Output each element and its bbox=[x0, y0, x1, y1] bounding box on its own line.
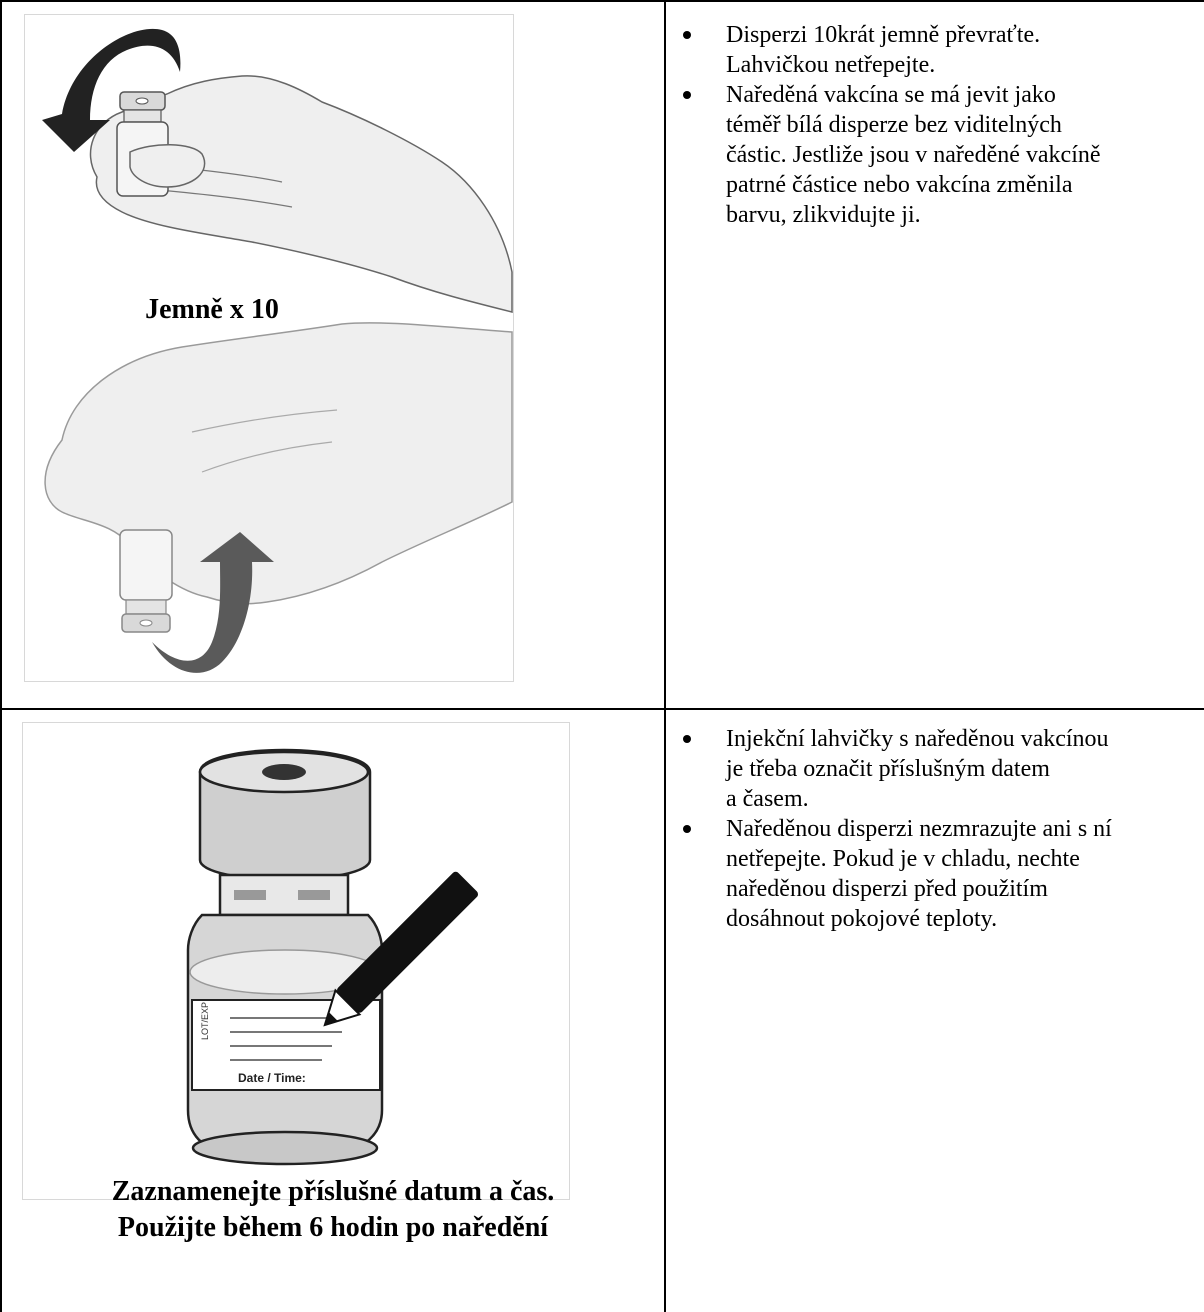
bullet-text-line: Naředěnou disperzi nezmrazujte ani s ní bbox=[726, 814, 1204, 844]
row2-bullet-list: Injekční lahvičky s naředěnou vakcínou j… bbox=[666, 724, 1204, 934]
bullet-text-line: naředěnou disperzi před použitím bbox=[726, 874, 1204, 904]
bullet-text-line: je třeba označit příslušným datem bbox=[726, 754, 1204, 784]
label-side-text: LOT/EXP bbox=[200, 1002, 210, 1040]
row1-illustration-cell: Jemně x 10 bbox=[2, 2, 664, 708]
row1-caption-line: Jemně x 10 bbox=[2, 292, 422, 328]
list-item: Injekční lahvičky s naředěnou vakcínou j… bbox=[666, 724, 1204, 814]
bullet-text-line: patrné částice nebo vakcína změnila bbox=[726, 170, 1204, 200]
bullet-text-line: netřepejte. Pokud je v chladu, nechte bbox=[726, 844, 1204, 874]
bullet-text-line: Disperzi 10krát jemně převraťte. bbox=[726, 20, 1204, 50]
row2-caption-line: Použijte během 6 hodin po naředění bbox=[2, 1210, 664, 1246]
bullet-text-line: Injekční lahvičky s naředěnou vakcínou bbox=[726, 724, 1204, 754]
row1-caption: Jemně x 10 bbox=[2, 292, 422, 328]
bullet-text-line: Lahvičkou netřepejte. bbox=[726, 50, 1204, 80]
bullet-text-line: barvu, zlikvidujte ji. bbox=[726, 200, 1204, 230]
list-item: Disperzi 10krát jemně převraťte. Lahvičk… bbox=[666, 20, 1204, 80]
row2-caption-line: Zaznamenejte příslušné datum a čas. bbox=[2, 1174, 664, 1210]
bullet-text-line: částic. Jestliže jsou v naředěné vakcíně bbox=[726, 140, 1204, 170]
list-item: Naředěnou disperzi nezmrazujte ani s ní … bbox=[666, 814, 1204, 934]
bullet-text-line: a časem. bbox=[726, 784, 1204, 814]
list-item: Naředěná vakcína se má jevit jako téměř … bbox=[666, 80, 1204, 230]
row1-bullet-list: Disperzi 10krát jemně převraťte. Lahvičk… bbox=[666, 20, 1204, 230]
bullet-text-line: téměř bílá disperze bez viditelných bbox=[726, 110, 1204, 140]
label-date-time-text: Date / Time: bbox=[238, 1071, 306, 1085]
bullet-text-line: dosáhnout pokojové teploty. bbox=[726, 904, 1204, 934]
bullet-text-line: Naředěná vakcína se má jevit jako bbox=[726, 80, 1204, 110]
row2-illustration-cell: LOT/EXP Date / Time: Zaznamenejte příslu… bbox=[2, 710, 664, 1312]
hands-inverting-vial-icon bbox=[2, 2, 664, 708]
row2-caption: Zaznamenejte příslušné datum a čas. Použ… bbox=[2, 1174, 664, 1246]
